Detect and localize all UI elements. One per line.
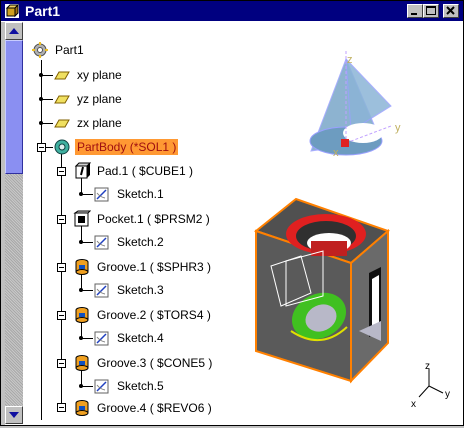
tree-label: Groove.1 ( $SPHR3 ) <box>97 260 212 274</box>
feature-collapse-toggle[interactable] <box>57 215 66 224</box>
tree-item-partbody[interactable]: PartBody (*SOL1 ) <box>53 137 179 157</box>
feature-collapse-toggle[interactable] <box>57 359 66 368</box>
tree-item-sketch-5[interactable]: Sketch.5 <box>93 376 166 396</box>
part-gear-icon <box>32 42 48 58</box>
feature-collapse-toggle[interactable] <box>57 311 66 320</box>
tree-item-xy-plane[interactable]: xy plane <box>53 65 124 85</box>
feature-collapse-toggle[interactable] <box>57 263 66 272</box>
scroll-track[interactable] <box>5 174 23 406</box>
tree-label: yz plane <box>77 92 122 106</box>
close-icon <box>446 6 455 15</box>
tree-item-sketch-4[interactable]: Sketch.4 <box>93 328 166 348</box>
3d-viewport[interactable]: z y x z y x <box>251 31 463 425</box>
tree-label: Sketch.3 <box>117 283 164 297</box>
partbody-collapse-toggle[interactable] <box>37 143 46 152</box>
tree-label: Sketch.1 <box>117 187 164 201</box>
vertical-scrollbar[interactable] <box>5 22 23 424</box>
arrow-down-icon <box>9 412 19 418</box>
pocket-icon <box>73 210 91 227</box>
groove-icon <box>75 400 89 416</box>
reference-axis-system: z y x <box>309 51 401 159</box>
part-document-icon <box>5 3 20 18</box>
close-button[interactable] <box>443 4 459 18</box>
window-title: Part1 <box>25 3 61 19</box>
tree-label: zx plane <box>77 116 122 130</box>
tree-label: xy plane <box>77 68 122 82</box>
sketch-icon <box>94 235 109 250</box>
tree-label: Sketch.4 <box>117 331 164 345</box>
title-bar[interactable]: Part1 <box>1 1 463 21</box>
sketch-icon <box>94 187 109 202</box>
minimize-button[interactable] <box>407 4 423 18</box>
axis-x-label: x <box>333 147 339 159</box>
scroll-down-button[interactable] <box>5 406 23 424</box>
tree-item-groove-1[interactable]: Groove.1 ( $SPHR3 ) <box>73 257 213 277</box>
tree-label: PartBody (*SOL1 ) <box>75 139 179 155</box>
tree-label: Pocket.1 ( $PRSM2 ) <box>97 212 210 226</box>
tree-label: Part1 <box>55 43 84 57</box>
maximize-button[interactable] <box>423 4 439 18</box>
compass-y-label: y <box>445 389 450 400</box>
pad-icon <box>74 162 91 179</box>
tree-item-pocket-1[interactable]: Pocket.1 ( $PRSM2 ) <box>73 209 212 229</box>
minimize-icon <box>411 13 417 15</box>
body-gear-icon <box>54 139 70 155</box>
window-frame <box>1 22 5 425</box>
sketch-icon <box>94 379 109 394</box>
arrow-up-icon <box>9 28 19 34</box>
tree-label: Groove.2 ( $TORS4 ) <box>97 308 211 322</box>
tree-item-sketch-1[interactable]: Sketch.1 <box>93 184 166 204</box>
groove-icon <box>75 259 89 275</box>
tree-item-zx-plane[interactable]: zx plane <box>53 113 124 133</box>
tree-root-part1[interactable]: Part1 <box>31 40 86 60</box>
scroll-thumb[interactable] <box>5 40 23 174</box>
tree-item-sketch-3[interactable]: Sketch.3 <box>93 280 166 300</box>
tree-item-groove-3[interactable]: Groove.3 ( $CONE5 ) <box>73 353 214 373</box>
groove-icon <box>75 355 89 371</box>
plane-icon <box>54 95 70 104</box>
axis-y-label: y <box>395 122 401 134</box>
compass-x-label: x <box>411 399 416 410</box>
tree-item-groove-2[interactable]: Groove.2 ( $TORS4 ) <box>73 305 213 325</box>
tree-item-yz-plane[interactable]: yz plane <box>53 89 124 109</box>
tree-item-sketch-2[interactable]: Sketch.2 <box>93 232 166 252</box>
feature-collapse-toggle[interactable] <box>57 403 66 412</box>
tree-item-groove-4[interactable]: Groove.4 ( $REVO6 ) <box>73 398 214 418</box>
plane-icon <box>54 119 70 128</box>
scroll-up-button[interactable] <box>5 22 23 40</box>
tree-label: Sketch.5 <box>117 379 164 393</box>
tree-label: Groove.3 ( $CONE5 ) <box>97 356 213 370</box>
part-model[interactable] <box>253 197 390 384</box>
tree-label: Pad.1 ( $CUBE1 ) <box>97 164 194 178</box>
tree-label: Sketch.2 <box>117 235 164 249</box>
specification-tree: Part1 xy plane yz plane zx plane PartBod… <box>23 22 463 425</box>
tree-label: Groove.4 ( $REVO6 ) <box>97 401 212 415</box>
groove-icon <box>75 307 89 323</box>
compass-triad: z y x <box>411 361 450 410</box>
maximize-icon <box>426 6 436 15</box>
compass-z-label: z <box>425 361 430 372</box>
plane-icon <box>54 71 70 80</box>
sketch-icon <box>94 283 109 298</box>
axis-z-label: z <box>347 54 353 66</box>
tree-item-pad-1[interactable]: Pad.1 ( $CUBE1 ) <box>73 161 195 181</box>
sketch-icon <box>94 331 109 346</box>
feature-collapse-toggle[interactable] <box>57 167 66 176</box>
